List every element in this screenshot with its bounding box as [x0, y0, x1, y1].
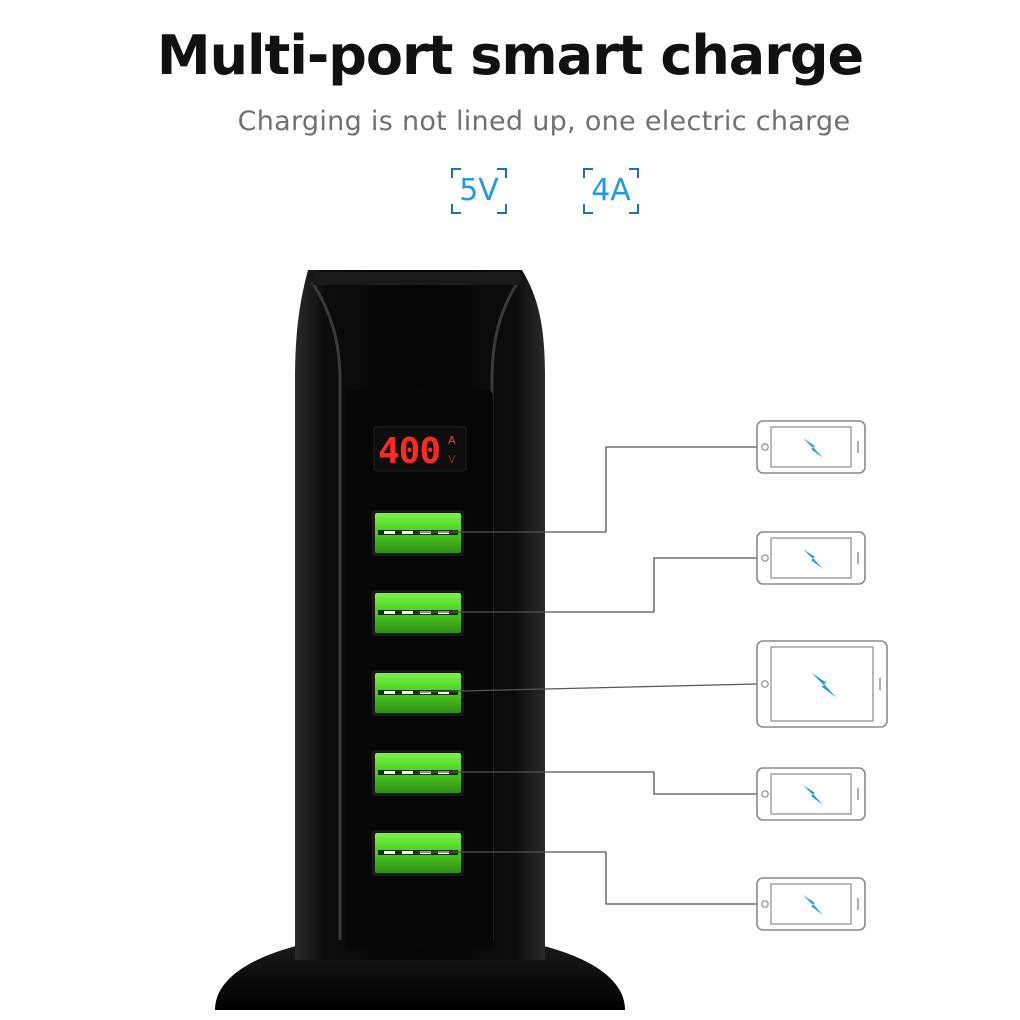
connector-line-2 [418, 557, 757, 613]
phone-icon [756, 420, 866, 474]
phone-icon [756, 767, 866, 821]
led-unit-volts: V [448, 453, 456, 466]
voltage-value: 5V [459, 173, 499, 208]
current-spec: 4A [583, 168, 639, 214]
phone-icon [756, 531, 866, 585]
tablet-icon [756, 640, 888, 728]
lightning-icon [803, 438, 823, 458]
usb-port-5 [372, 830, 464, 876]
lightning-icon [803, 895, 823, 915]
current-value: 4A [591, 173, 631, 208]
connector-line-4 [418, 771, 757, 795]
lightning-icon [803, 549, 823, 569]
led-unit-amps: A [448, 434, 456, 447]
usb-port-2 [372, 590, 464, 636]
headline: Multi-port smart charge [156, 24, 864, 87]
usb-port-4 [372, 750, 464, 796]
voltage-spec: 5V [451, 168, 507, 214]
usb-port-1 [372, 510, 464, 556]
led-display: 400 A V [373, 426, 467, 472]
lightning-icon [803, 785, 823, 805]
phone-icon [756, 877, 866, 931]
led-reading: 400 [378, 431, 440, 472]
connector-line-5 [418, 851, 757, 905]
subheadline: Charging is not lined up, one electric c… [237, 106, 851, 137]
connector-line-1 [418, 446, 757, 533]
charger-base [215, 945, 625, 1010]
usb-port-3 [372, 670, 464, 716]
connector-line-3 [417, 683, 758, 693]
lightning-icon [811, 672, 837, 698]
